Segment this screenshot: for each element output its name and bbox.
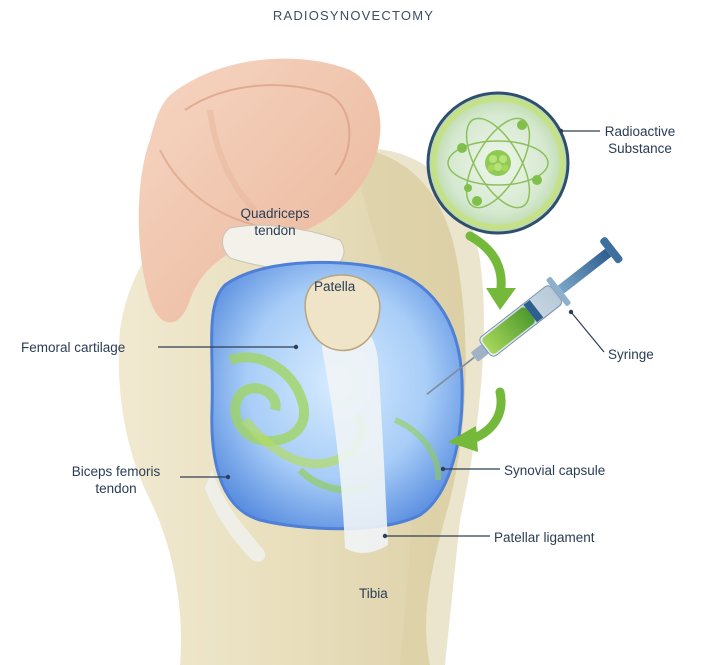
label-biceps-femoris-tendon: Biceps femoris tendon — [56, 463, 176, 497]
label-patellar-ligament: Patellar ligament — [494, 529, 595, 546]
label-radioactive-substance: Radioactive Substance — [600, 123, 680, 157]
label-patella: Patella — [314, 278, 355, 295]
label-quadriceps-tendon: Quadriceps tendon — [226, 205, 324, 239]
label-synovial-capsule: Synovial capsule — [504, 462, 605, 479]
diagram-title: RADIOSYNOVECTOMY — [0, 8, 707, 23]
label-femoral-cartilage: Femoral cartilage — [21, 339, 125, 356]
label-tibia: Tibia — [359, 585, 388, 602]
label-syringe: Syringe — [608, 346, 654, 363]
radioactive-atom-icon — [428, 93, 568, 233]
